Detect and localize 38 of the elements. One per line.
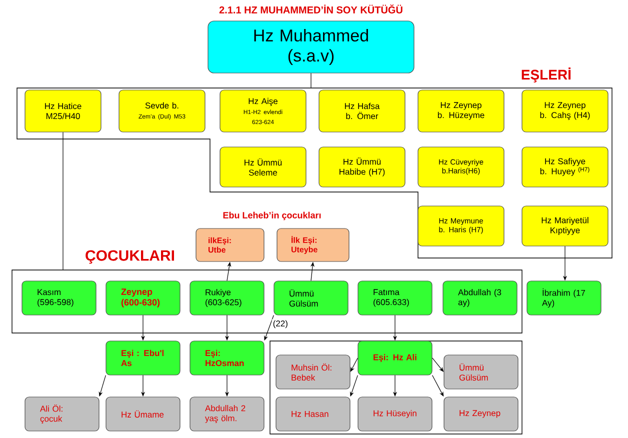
person-box: Hz Ümmü Habibe (H7) bbox=[318, 146, 406, 188]
arrow bbox=[350, 358, 358, 372]
connector-line bbox=[310, 73, 312, 88]
person-box: Hz Zeynep b. Cahş (H4) bbox=[522, 90, 608, 132]
person-box: Ümmü Gülsüm bbox=[444, 354, 518, 390]
person-box: Hz Hatice M25/H40 bbox=[24, 90, 102, 132]
person-box: Zeynep (600-630) bbox=[106, 280, 180, 316]
person-box: ilkEşi: Utbe bbox=[196, 228, 264, 262]
person-box: Abdullah 2 yaş ölm. bbox=[190, 396, 264, 432]
group-frame bbox=[270, 340, 522, 434]
connector-line bbox=[62, 132, 64, 270]
person-box: Eşi : Ebu'l As bbox=[106, 340, 180, 376]
person-box: Eşi: HzOsman bbox=[190, 340, 264, 376]
person-box: İlk Eşi: Uteybe bbox=[276, 228, 350, 262]
person-box: Hz Safiyye b. Huyey $^{(H7)}$ bbox=[522, 146, 608, 188]
person-box: Hz Zeynep b. Hüzeyme bbox=[418, 90, 504, 132]
person-box: Hz Ümmü Seleme bbox=[220, 146, 306, 188]
node-label: EŞLERİ bbox=[522, 68, 571, 82]
group-heading: Ebu Leheb’in çocukları bbox=[223, 212, 321, 220]
person-box: Eşi: Hz Ali bbox=[358, 340, 432, 376]
title: 2.1.1 HZ MUHAMMED’İN SOY KÜTÜĞÜ bbox=[219, 4, 402, 14]
person-box: Muhsin Öl: Bebek bbox=[276, 354, 350, 390]
person-box: Fatıma (605.633) bbox=[358, 280, 432, 316]
node-label: ÇOCUKLARI bbox=[86, 250, 174, 264]
person-box: Hz Ümame bbox=[106, 396, 180, 432]
person-box: Hz Mariyetül Kıptiyye bbox=[522, 206, 608, 246]
root-box: Hz Muhammed (s.a.v) bbox=[208, 20, 414, 74]
person-box: Rukiye (603-625) bbox=[190, 280, 264, 316]
person-box: Ali Öl: çocuk bbox=[24, 396, 100, 432]
person-box: Hz Hafsa b. Ömer bbox=[318, 90, 406, 132]
edge-label: (22) bbox=[272, 319, 289, 330]
person-box: Kasım (596-598) bbox=[22, 280, 96, 316]
person-box: Hz Hüseyin bbox=[358, 396, 432, 432]
person-box: Abdullah (3 ay) bbox=[442, 280, 518, 316]
person-box: İbrahim (17 Ay) bbox=[526, 280, 602, 316]
person-box: Hz Zeynep bbox=[444, 396, 518, 432]
person-box: Hz Hasan bbox=[276, 396, 350, 432]
person-box: Ümmü Gülsüm bbox=[274, 280, 348, 316]
